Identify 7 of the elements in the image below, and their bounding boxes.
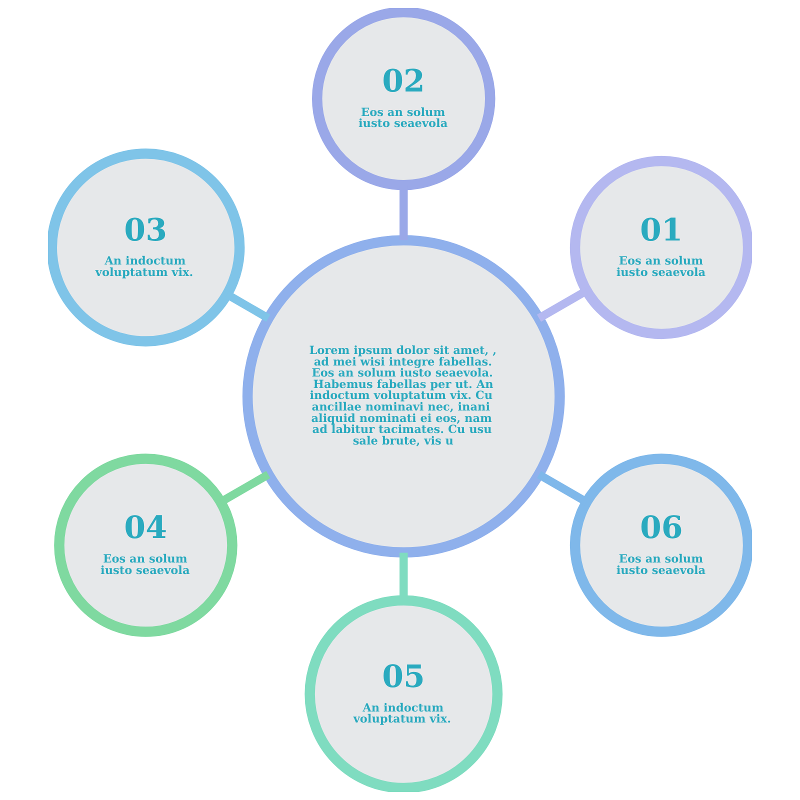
node-circle: Lorem ipsum dolor sit amet, , ad mei wisi integre fabellas. Eos an solum iusto seaevola. Habemus fabellas per ut. An indoctum voluptatum vix. Cu ancillae nominavi nec, inani aliquid nominati ei eos, nam ad labitur tacimates. Cu usu sale brute, vis u [242, 235, 565, 558]
node-circle: 04 Eos an solum iusto seaevola [54, 454, 238, 637]
node-circle: 01 Eos an solum iusto seaevola [570, 156, 752, 340]
node-circle: 02 Eos an solum iusto seaevola [312, 8, 496, 190]
node-circle: 03 An indoctum voluptatum vix. [48, 148, 245, 346]
node-circle: 06 Eos an solum iusto seaevola [570, 454, 752, 637]
node-circle: 05 An indoctum voluptatum vix. [304, 595, 503, 792]
